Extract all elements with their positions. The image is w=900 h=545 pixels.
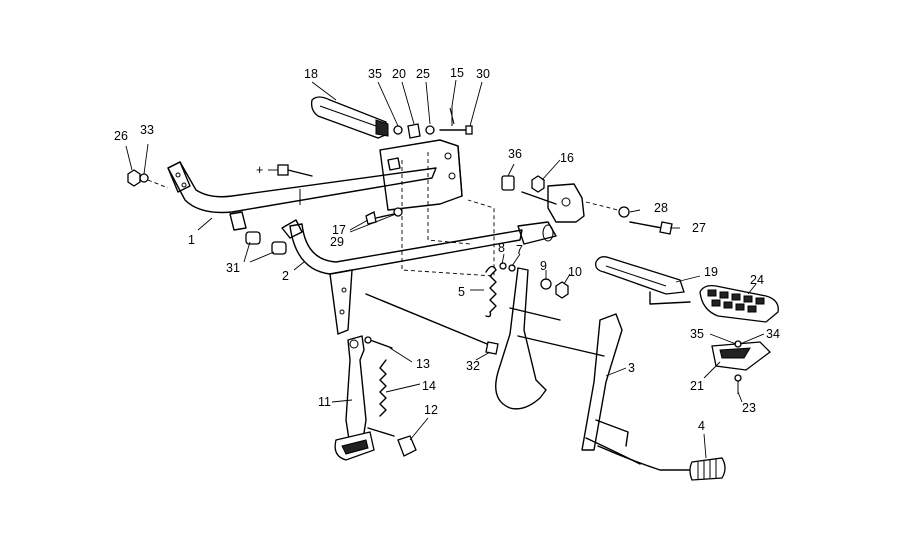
callout-29: 29	[330, 235, 344, 249]
leader-lines	[125, 79, 765, 459]
callout-17: 17	[332, 223, 346, 237]
callout-15: 15	[450, 66, 464, 80]
parts-28-27-washer-bolt	[618, 206, 673, 235]
part-21-plate	[711, 340, 771, 394]
part-18-footpeg	[310, 96, 389, 139]
callout-36: 36	[508, 147, 522, 161]
callout-3: 3	[628, 361, 635, 375]
right-pivot-bracket	[501, 175, 619, 223]
part-13-14-spring-pin	[364, 336, 393, 417]
callout-16: 16	[560, 151, 574, 165]
part-19-footpeg	[595, 256, 691, 305]
callout-33: 33	[140, 123, 154, 137]
bolt-plus	[277, 164, 313, 177]
callout-10: 10	[568, 265, 582, 279]
callout-20: 20	[392, 67, 406, 81]
callout-27: 27	[692, 221, 706, 235]
callout-labels: 18 35 20 25 15 30 26 33 + 36 16 28 27 17…	[114, 66, 780, 433]
part-1-footrest-bar	[167, 161, 437, 231]
callout-8: 8	[498, 241, 505, 255]
part-5-spring	[485, 265, 497, 318]
part-12-cap	[397, 435, 417, 457]
callout-26: 26	[114, 129, 128, 143]
part-11-side-stand	[334, 335, 395, 461]
callout-35-top: 35	[368, 67, 382, 81]
callout-24: 24	[750, 273, 764, 287]
callout-5: 5	[458, 285, 465, 299]
part-24-rubber-pad	[699, 284, 779, 323]
callout-plus: +	[256, 163, 263, 177]
callout-23: 23	[742, 401, 756, 415]
callout-32: 32	[466, 359, 480, 373]
callout-30: 30	[476, 67, 490, 81]
assembly-guides	[401, 152, 495, 277]
callout-34: 34	[766, 327, 780, 341]
callout-7: 7	[516, 243, 523, 257]
callout-2: 2	[282, 269, 289, 283]
parts-8-7-9-10	[499, 262, 569, 299]
upper-bracket-plate	[379, 139, 463, 211]
callout-18: 18	[304, 67, 318, 81]
hardware-top-cluster	[393, 106, 473, 139]
callout-1: 1	[188, 233, 195, 247]
callout-14: 14	[422, 379, 436, 393]
parts-17-29-bolt-washer	[365, 207, 403, 225]
callout-28: 28	[654, 201, 668, 215]
parts-31-spacers	[245, 231, 287, 255]
callout-9: 9	[540, 259, 547, 273]
callout-21: 21	[690, 379, 704, 393]
part-2-footrest-bar	[281, 219, 557, 335]
part-32-long-bolt	[365, 293, 499, 355]
callout-31: 31	[226, 261, 240, 275]
callout-19: 19	[704, 265, 718, 279]
callout-12: 12	[424, 403, 438, 417]
callout-11: 11	[318, 395, 331, 409]
callout-25: 25	[416, 67, 430, 81]
callout-13: 13	[416, 357, 430, 371]
part-3-center-stand	[495, 267, 691, 471]
callout-35-bottom: 35	[690, 327, 704, 341]
part-4-grip	[689, 457, 726, 481]
parts-26-33-nut-washer	[127, 169, 169, 189]
callout-4: 4	[698, 419, 705, 433]
